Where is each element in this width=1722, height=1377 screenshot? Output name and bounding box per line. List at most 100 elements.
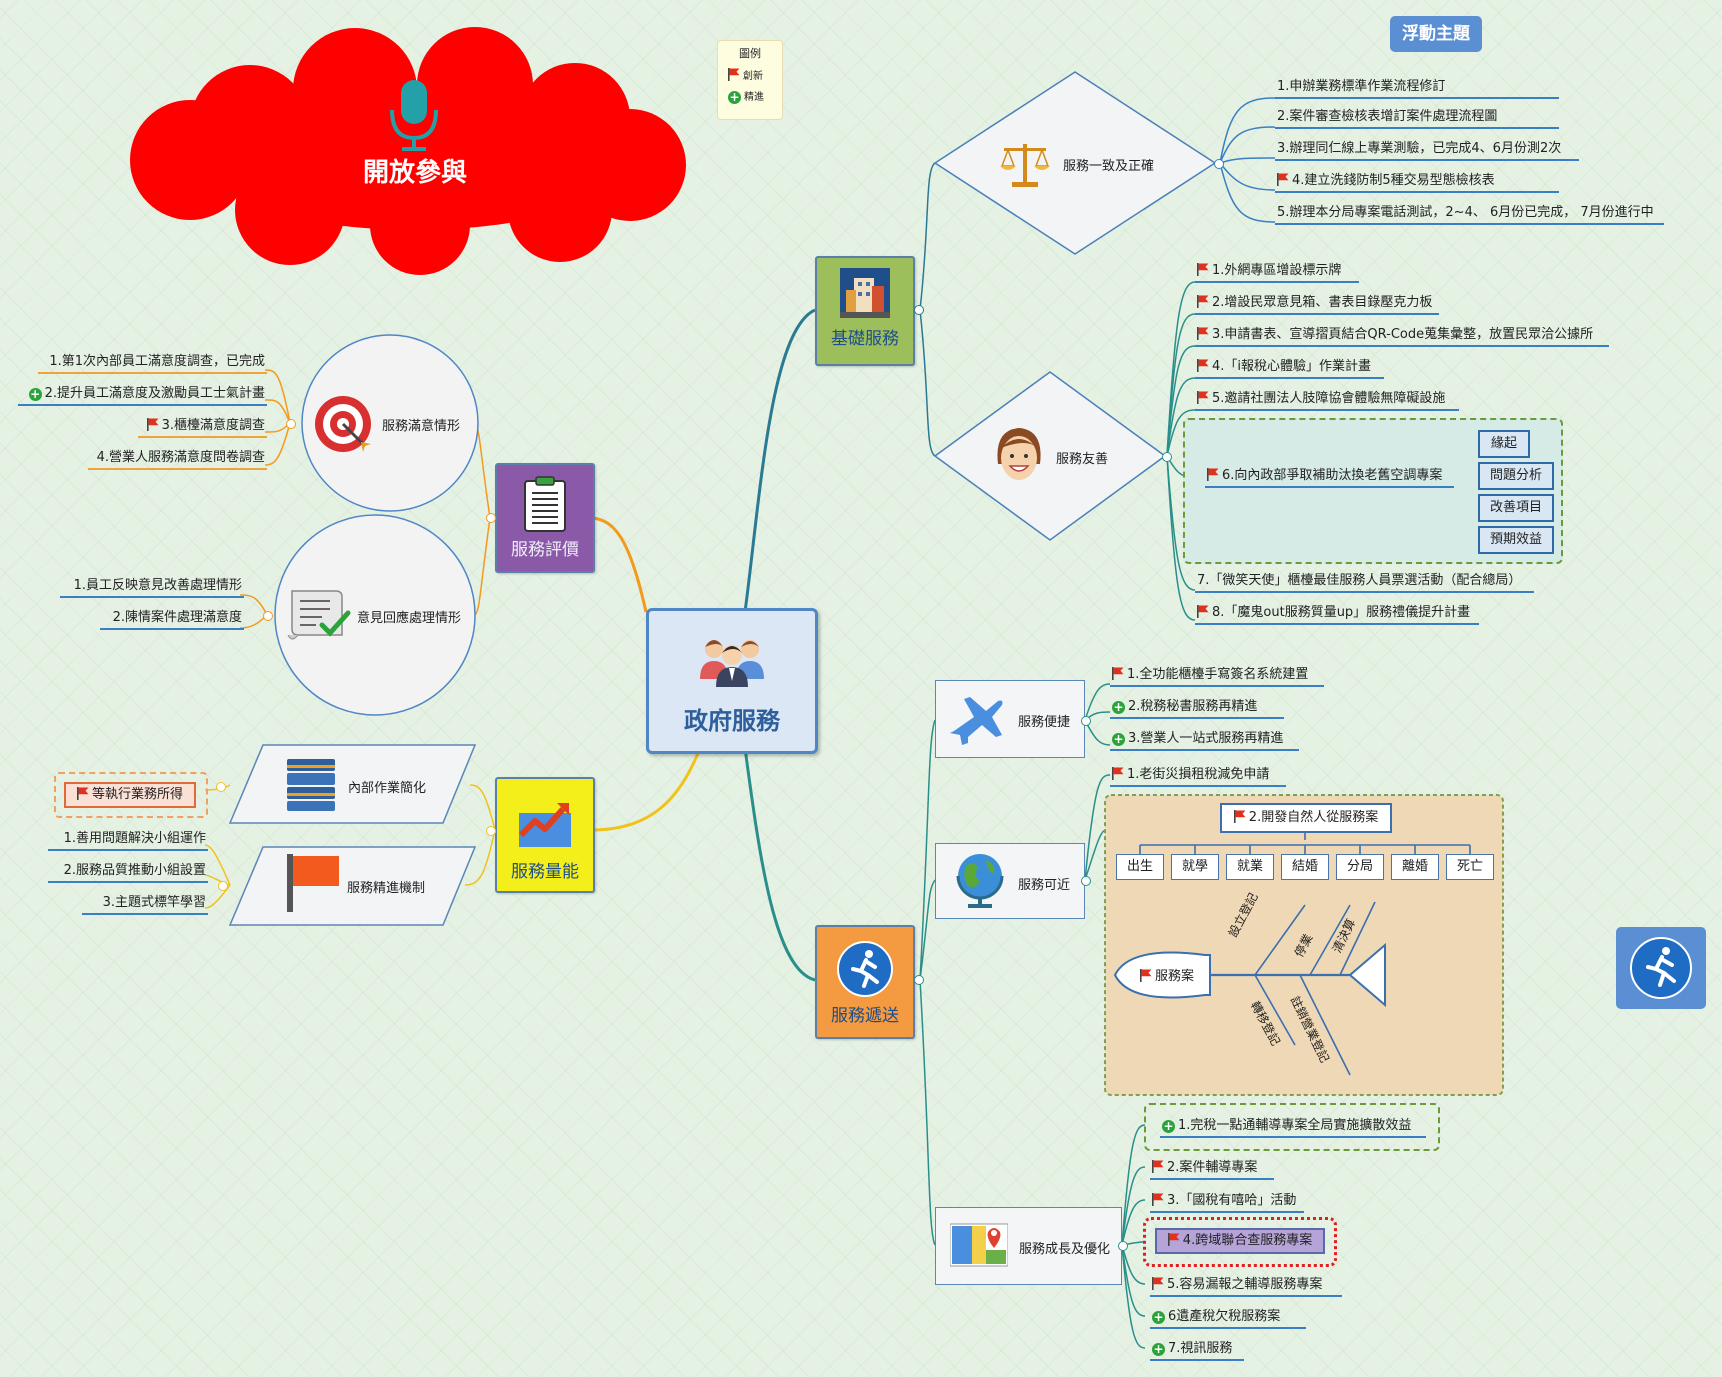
leaf-text: 1.第1次內部員工滿意度調查，已完成 bbox=[49, 354, 265, 369]
leaf-friendly-4[interactable]: 4.「i報稅心體驗」作業計畫 bbox=[1195, 358, 1384, 379]
collapse-toggle[interactable] bbox=[1214, 159, 1224, 169]
leaf-text: 1.全功能櫃檯手寫簽名系統建置 bbox=[1127, 667, 1309, 682]
leaf-growth-3[interactable]: 3.「國稅有嘻哈」活動 bbox=[1150, 1192, 1304, 1213]
tag-expected-benefit[interactable]: 預期效益 bbox=[1478, 526, 1554, 554]
sub-topic-accessible[interactable]: 服務可近 bbox=[935, 843, 1085, 919]
leaf-friendly-6[interactable]: 6.向內政部爭取補助汰換老舊空調專案 bbox=[1205, 467, 1454, 488]
leaf-growth-1[interactable]: +1.完稅一點通輔導專案全局實施擴散效益 bbox=[1160, 1117, 1426, 1138]
leaf-satisfaction-3[interactable]: 3.櫃檯滿意度調查 bbox=[138, 417, 267, 438]
leaf-friendly-8[interactable]: 8.「魔鬼out服務質量up」服務禮儀提升計畫 bbox=[1195, 604, 1479, 625]
sub-topic-feedback[interactable]: 意見回應處理情形 bbox=[357, 611, 462, 626]
sub-topic-satisfaction[interactable]: 服務滿意情形 bbox=[382, 419, 461, 434]
leaf-mechanism-2[interactable]: 2.服務品質推動小組設置 bbox=[48, 862, 208, 883]
leaf-text: 5.容易漏報之輔導服務專案 bbox=[1167, 1277, 1323, 1292]
fish-head-text: 服務案 bbox=[1155, 969, 1195, 984]
branch-line-pingjia bbox=[591, 516, 648, 613]
leaf-consistency-5[interactable]: 5.辦理本分局專案電話測試，2~4、 6月份已完成， 7月份進行中 bbox=[1275, 204, 1664, 225]
sub-topic-consistency[interactable]: 服務一致及正確 bbox=[1063, 159, 1155, 174]
sub-topic-mechanism[interactable]: 服務精進機制 bbox=[347, 881, 426, 896]
leaf-mechanism-3[interactable]: 3.主題式標竿學習 bbox=[82, 894, 208, 915]
map-pin-icon bbox=[949, 1222, 1009, 1272]
leaf-feedback-1[interactable]: 1.員工反映意見改善處理情形 bbox=[60, 577, 244, 598]
collapse-toggle[interactable] bbox=[1081, 876, 1091, 886]
leaf-satisfaction-4[interactable]: 4.營業人服務滿意度問卷調查 bbox=[88, 449, 267, 470]
flag-icon bbox=[1197, 327, 1209, 340]
sub-topic-convenient[interactable]: 服務便捷 bbox=[935, 680, 1085, 758]
leaf-consistency-2[interactable]: 2.案件審查檢核表增訂案件處理流程圖 bbox=[1275, 108, 1559, 129]
plus-icon: + bbox=[1152, 1342, 1165, 1356]
fish-event-school[interactable]: 就學 bbox=[1171, 854, 1219, 880]
sub-topic-simplify[interactable]: 內部作業簡化 bbox=[348, 781, 427, 796]
fish-event-branch[interactable]: 分局 bbox=[1336, 854, 1384, 880]
simplify-leaf-container bbox=[54, 772, 208, 818]
fish-event-death[interactable]: 死亡 bbox=[1446, 854, 1494, 880]
leaf-text: 3.櫃檯滿意度調查 bbox=[161, 418, 265, 433]
leaf-friendly-7[interactable]: 7.「微笑天使」櫃檯最佳服務人員票選活動（配合總局） bbox=[1195, 572, 1534, 593]
main-topic-title: 服務量能 bbox=[511, 862, 579, 882]
central-title: 政府服務 bbox=[684, 707, 780, 735]
fish-event-birth[interactable]: 出生 bbox=[1116, 854, 1164, 880]
leaf-convenient-1[interactable]: 1.全功能櫃檯手寫簽名系統建置 bbox=[1110, 666, 1324, 687]
leaf-simplify-1[interactable]: 等執行業務所得 bbox=[64, 782, 196, 808]
leaf-text: 2.服務品質推動小組設置 bbox=[63, 863, 206, 878]
leaf-mechanism-1[interactable]: 1.善用問題解決小組運作 bbox=[48, 830, 208, 851]
collapse-toggle[interactable] bbox=[286, 419, 296, 429]
leaf-text: 5.邀請社團法人肢障協會體驗無障礙設施 bbox=[1212, 391, 1446, 406]
leaf-friendly-2[interactable]: 2.增設民眾意見箱、書表目錄壓克力板 bbox=[1195, 294, 1439, 315]
collapse-toggle[interactable] bbox=[1162, 452, 1172, 462]
collapse-toggle[interactable] bbox=[216, 782, 226, 792]
leaf-accessible-1[interactable]: 1.老街災損租稅減免申請 bbox=[1110, 766, 1286, 787]
floating-topic-runner[interactable] bbox=[1616, 927, 1706, 1009]
leaf-friendly-1[interactable]: 1.外網專區增設標示牌 bbox=[1195, 262, 1359, 283]
collapse-toggle[interactable] bbox=[1081, 716, 1091, 726]
fish-event-divorce[interactable]: 離婚 bbox=[1391, 854, 1439, 880]
branch-line-jichu bbox=[743, 308, 816, 613]
collapse-toggle[interactable] bbox=[486, 513, 496, 523]
circle-sub-satisfaction bbox=[301, 334, 479, 512]
sub-topic-friendly[interactable]: 服務友善 bbox=[1056, 452, 1109, 467]
leaf-consistency-3[interactable]: 3.辦理同仁線上專業測驗，已完成4、6月份測2次 bbox=[1275, 140, 1579, 161]
leaf-satisfaction-2[interactable]: +2.提升員工滿意度及激勵員工士氣計畫 bbox=[18, 385, 267, 406]
leaf-consistency-1[interactable]: 1.申辦業務標準作業流程修訂 bbox=[1275, 78, 1559, 99]
leaf-friendly-5[interactable]: 5.邀請社團法人肢障協會體驗無障礙設施 bbox=[1195, 390, 1459, 411]
main-topic-service-capacity[interactable]: 服務量能 bbox=[495, 777, 595, 893]
flag-icon bbox=[1168, 1233, 1180, 1246]
fish-event-employ[interactable]: 就業 bbox=[1226, 854, 1274, 880]
flag-icon bbox=[1140, 969, 1152, 982]
main-topic-service-evaluation[interactable]: 服務評價 bbox=[495, 463, 595, 573]
fish-head-label[interactable]: 服務案 bbox=[1140, 965, 1194, 984]
leaf-text: 3.主題式標竿學習 bbox=[102, 895, 206, 910]
cloud-open-participation bbox=[130, 27, 686, 275]
circle-sub-feedback bbox=[274, 514, 476, 716]
leaf-growth-4[interactable]: 4.跨域聯合查服務專案 bbox=[1155, 1228, 1325, 1254]
tag-origin[interactable]: 緣起 bbox=[1478, 430, 1530, 458]
main-topic-basic-service[interactable]: 基礎服務 bbox=[815, 256, 915, 366]
collapse-toggle[interactable] bbox=[1118, 1241, 1128, 1251]
main-topic-service-delivery[interactable]: 服務遞送 bbox=[815, 925, 915, 1039]
leaf-convenient-2[interactable]: +2.稅務秘書服務再精進 bbox=[1110, 698, 1284, 719]
central-topic[interactable]: 政府服務 bbox=[646, 608, 818, 754]
fishbone-root[interactable]: 2.開發自然人從服務案 bbox=[1220, 803, 1392, 833]
leaf-consistency-4[interactable]: 4.建立洗錢防制5種交易型態檢核表 bbox=[1275, 172, 1559, 193]
tag-improvement[interactable]: 改善項目 bbox=[1478, 494, 1554, 522]
leaf-text: 1.員工反映意見改善處理情形 bbox=[73, 578, 242, 593]
leaf-satisfaction-1[interactable]: 1.第1次內部員工滿意度調查，已完成 bbox=[38, 353, 267, 374]
leaf-growth-5[interactable]: 5.容易漏報之輔導服務專案 bbox=[1150, 1276, 1342, 1297]
sub-topic-growth[interactable]: 服務成長及優化 bbox=[935, 1207, 1122, 1285]
leaf-feedback-2[interactable]: 2.陳情案件處理滿意度 bbox=[100, 609, 244, 630]
leaf-growth-2[interactable]: 2.案件輔導專案 bbox=[1150, 1159, 1274, 1180]
leaf-growth-6[interactable]: +6遺產稅欠稅服務案 bbox=[1150, 1308, 1306, 1329]
fish-event-marry[interactable]: 結婚 bbox=[1281, 854, 1329, 880]
collapse-toggle[interactable] bbox=[218, 881, 228, 891]
collapse-toggle[interactable] bbox=[263, 611, 273, 621]
collapse-toggle[interactable] bbox=[486, 826, 496, 836]
flag-icon bbox=[1197, 295, 1209, 308]
building-icon bbox=[840, 268, 890, 318]
tag-problem-analysis[interactable]: 問題分析 bbox=[1478, 462, 1554, 490]
leaf-growth-7[interactable]: +7.視訊服務 bbox=[1150, 1340, 1244, 1361]
collapse-toggle[interactable] bbox=[914, 975, 924, 985]
collapse-toggle[interactable] bbox=[914, 305, 924, 315]
floating-topic-label[interactable]: 浮動主題 bbox=[1390, 16, 1482, 52]
leaf-friendly-3[interactable]: 3.申請書表、宣導摺頁結合QR-Code蒐集彙整，放置民眾洽公據所 bbox=[1195, 326, 1609, 347]
leaf-convenient-3[interactable]: +3.營業人一站式服務再精進 bbox=[1110, 730, 1299, 751]
